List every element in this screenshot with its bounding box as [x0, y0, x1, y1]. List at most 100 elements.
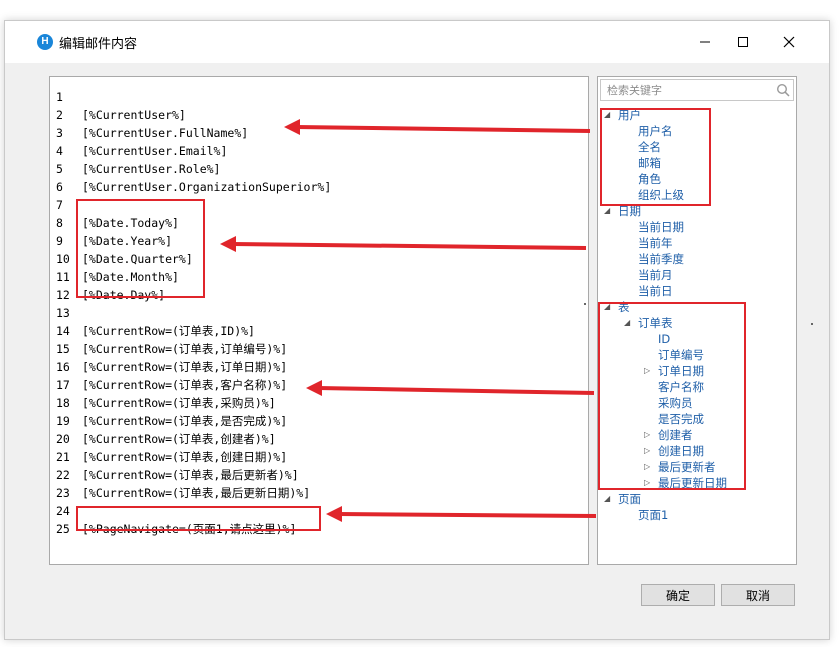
tree-node[interactable]: 当前季度	[638, 252, 684, 266]
tree-node[interactable]: 表	[618, 300, 630, 314]
code-text[interactable]: [%CurrentRow=(订单表,是否完成)%]	[82, 414, 288, 428]
code-text[interactable]: [%Date.Quarter%]	[82, 252, 193, 266]
code-line[interactable]: 22[%CurrentRow=(订单表,最后更新者)%]	[50, 466, 588, 484]
code-line[interactable]: 9[%Date.Year%]	[50, 232, 588, 250]
code-text[interactable]: [%CurrentUser.Role%]	[82, 162, 221, 176]
tree-node[interactable]: 创建者	[658, 428, 693, 442]
minimize-button[interactable]	[685, 27, 725, 57]
close-icon	[783, 36, 795, 48]
tree-node[interactable]: 页面1	[638, 508, 669, 522]
code-text[interactable]: [%CurrentUser.OrganizationSuperior%]	[82, 180, 332, 194]
line-number: 8	[56, 216, 63, 230]
code-line[interactable]: 19 [%CurrentRow=(订单表,是否完成)%]	[50, 412, 588, 430]
code-line[interactable]: 18[%CurrentRow=(订单表,采购员)%]	[50, 394, 588, 412]
tree-node[interactable]: 最后更新日期	[658, 476, 727, 490]
code-line[interactable]: 6[%CurrentUser.OrganizationSuperior%]	[50, 178, 588, 196]
line-number: 2	[56, 108, 63, 122]
tree-node[interactable]: 当前年	[638, 236, 673, 250]
line-number: 16	[56, 360, 70, 374]
collapsed-toggle-icon[interactable]: ▷	[644, 430, 651, 439]
tree-node[interactable]: 角色	[638, 172, 661, 186]
tree-node[interactable]: 用户名	[638, 124, 673, 138]
search-input[interactable]	[601, 80, 771, 100]
code-line[interactable]: 23[%CurrentRow=(订单表,最后更新日期)%]	[50, 484, 588, 502]
code-line[interactable]: 25[%PageNavigate=(页面1,请点这里)%]	[50, 520, 588, 538]
search-box[interactable]	[600, 79, 794, 101]
tree-node[interactable]: 订单日期	[658, 364, 704, 378]
collapsed-toggle-icon[interactable]: ▷	[644, 366, 651, 375]
code-text[interactable]: [%CurrentRow=(订单表,订单编号)%]	[82, 342, 288, 356]
tree-node[interactable]: 当前月	[638, 268, 673, 282]
line-number: 24	[56, 504, 70, 518]
code-text[interactable]: [%CurrentRow=(订单表,创建日期)%]	[82, 450, 288, 464]
code-text[interactable]: [%CurrentRow=(订单表,采购员)%]	[82, 396, 276, 410]
expanded-toggle-icon[interactable]: ◢	[604, 110, 611, 119]
tree-node[interactable]: 客户名称	[658, 380, 704, 394]
code-line[interactable]: 2 [%CurrentUser%]	[50, 106, 588, 124]
code-text[interactable]: [%Date.Today%]	[82, 216, 179, 230]
code-text[interactable]: [%CurrentUser%]	[82, 108, 186, 122]
code-line[interactable]: 4[%CurrentUser.Email%]	[50, 142, 588, 160]
code-text[interactable]: [%CurrentUser.Email%]	[82, 144, 228, 158]
tree-node[interactable]: 全名	[638, 140, 661, 154]
code-line[interactable]: 20[%CurrentRow=(订单表,创建者)%]	[50, 430, 588, 448]
code-text[interactable]: [%Date.Year%]	[82, 234, 173, 248]
code-line[interactable]: 24	[50, 502, 588, 520]
cancel-button[interactable]: 取消	[721, 584, 795, 606]
code-line[interactable]: 11[%Date.Month%]	[50, 268, 588, 286]
tree-node[interactable]: 是否完成	[658, 412, 704, 426]
tree-node[interactable]: 邮箱	[638, 156, 661, 170]
tree-node[interactable]: 订单表	[638, 316, 673, 330]
tree-node[interactable]: 订单编号	[658, 348, 704, 362]
tree-node[interactable]: 页面	[618, 492, 641, 506]
code-text[interactable]: [%CurrentRow=(订单表,创建者)%]	[82, 432, 276, 446]
code-text[interactable]: [%CurrentRow=(订单表,ID)%]	[82, 324, 255, 338]
tree-node[interactable]: 日期	[618, 204, 641, 218]
code-line[interactable]: 3[%CurrentUser.FullName%]	[50, 124, 588, 142]
collapsed-toggle-icon[interactable]: ▷	[644, 462, 651, 471]
line-number: 19	[56, 414, 70, 428]
tree-node[interactable]: 创建日期	[658, 444, 704, 458]
code-editor[interactable]: 1 2 [%CurrentUser%] 3[%CurrentUser.FullName…	[49, 76, 589, 565]
code-text[interactable]: [%CurrentRow=(订单表,客户名称)%]	[82, 378, 288, 392]
code-text[interactable]: [%PageNavigate=(页面1,请点这里)%]	[82, 522, 297, 536]
search-icon[interactable]	[776, 83, 790, 97]
tree-node[interactable]: 用户	[618, 108, 641, 122]
tree-node[interactable]: 当前日	[638, 284, 673, 298]
code-line[interactable]: 13	[50, 304, 588, 322]
code-line[interactable]: 16 [%CurrentRow=(订单表,订单日期)%]	[50, 358, 588, 376]
collapsed-toggle-icon[interactable]: ▷	[644, 478, 651, 487]
code-line[interactable]: 21[%CurrentRow=(订单表,创建日期)%]	[50, 448, 588, 466]
code-text[interactable]: [%Date.Day%]	[82, 288, 166, 302]
code-line[interactable]: 8 [%Date.Today%]	[50, 214, 588, 232]
close-button[interactable]	[769, 27, 809, 57]
expanded-toggle-icon[interactable]: ◢	[604, 206, 611, 215]
line-number: 5	[56, 162, 63, 176]
code-text[interactable]: [%CurrentUser.FullName%]	[82, 126, 249, 140]
tree-node[interactable]: 组织上级	[638, 188, 684, 202]
code-text[interactable]: [%CurrentRow=(订单表,最后更新者)%]	[82, 468, 299, 482]
code-line[interactable]: 5 [%CurrentUser.Role%]	[50, 160, 588, 178]
tree-node[interactable]: 采购员	[658, 396, 693, 410]
code-line[interactable]: 15 [%CurrentRow=(订单表,订单编号)%]	[50, 340, 588, 358]
maximize-button[interactable]	[723, 27, 763, 57]
tree-node[interactable]: 当前日期	[638, 220, 684, 234]
code-text[interactable]: [%CurrentRow=(订单表,最后更新日期)%]	[82, 486, 311, 500]
ok-button[interactable]: 确定	[641, 584, 715, 606]
code-line[interactable]: 12[%Date.Day%]	[50, 286, 588, 304]
code-text[interactable]: [%Date.Month%]	[82, 270, 179, 284]
code-line[interactable]: 10[%Date.Quarter%]	[50, 250, 588, 268]
line-number: 15	[56, 342, 70, 356]
divider-mark	[584, 303, 586, 305]
expanded-toggle-icon[interactable]: ◢	[624, 318, 631, 327]
tree-node[interactable]: 最后更新者	[658, 460, 716, 474]
tree-node[interactable]: ID	[658, 332, 671, 346]
code-line[interactable]: 7	[50, 196, 588, 214]
code-text[interactable]: [%CurrentRow=(订单表,订单日期)%]	[82, 360, 288, 374]
expanded-toggle-icon[interactable]: ◢	[604, 494, 611, 503]
code-line[interactable]: 14[%CurrentRow=(订单表,ID)%]	[50, 322, 588, 340]
expanded-toggle-icon[interactable]: ◢	[604, 302, 611, 311]
code-line[interactable]: 17[%CurrentRow=(订单表,客户名称)%]	[50, 376, 588, 394]
code-line[interactable]: 1	[50, 88, 588, 106]
collapsed-toggle-icon[interactable]: ▷	[644, 446, 651, 455]
